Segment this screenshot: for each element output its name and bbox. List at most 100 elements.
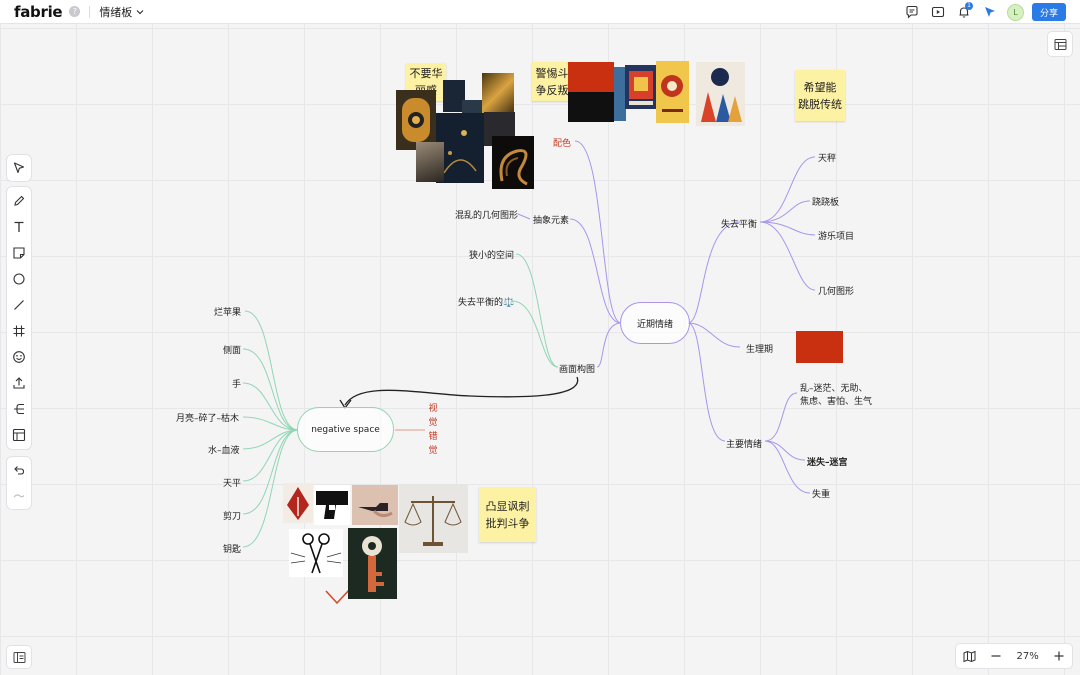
left-item-node[interactable]: 侧面 xyxy=(223,346,242,356)
main-emotion-node[interactable]: 主要情绪 xyxy=(726,440,763,450)
mindmap-center-node[interactable]: 近期情绪 xyxy=(620,302,690,344)
char: 视 xyxy=(428,404,438,414)
left-item-node[interactable]: 水–血液 xyxy=(208,446,240,456)
ride-node[interactable]: 游乐项目 xyxy=(818,232,855,242)
moodboard-image[interactable] xyxy=(696,62,745,126)
off-balance-scale-node[interactable]: 失去平衡的⚖️ xyxy=(458,298,515,308)
narrow-space-node[interactable]: 狭小的空间 xyxy=(469,251,515,261)
avatar[interactable]: L xyxy=(1007,3,1024,21)
moodboard-image[interactable] xyxy=(283,483,313,523)
moodboard-image[interactable] xyxy=(314,485,350,525)
frame-icon xyxy=(13,325,25,337)
off-balance-node[interactable]: 失去平衡 xyxy=(721,220,758,230)
map-icon xyxy=(963,650,976,662)
moodboard-image[interactable] xyxy=(614,67,626,121)
comment-icon[interactable] xyxy=(903,3,921,21)
minus-icon xyxy=(991,655,1001,657)
text-tool[interactable] xyxy=(9,214,29,240)
moodboard-image[interactable] xyxy=(482,73,514,115)
geometry-node[interactable]: 几何图形 xyxy=(818,287,855,297)
left-item-node[interactable]: 烂苹果 xyxy=(214,308,242,318)
share-button[interactable]: 分享 xyxy=(1032,3,1066,21)
moodboard-image[interactable] xyxy=(289,529,343,577)
mindmap-tool[interactable] xyxy=(9,396,29,422)
chaotic-geometry-node[interactable]: 混乱的几何图形 xyxy=(455,211,519,221)
composition-node[interactable]: 画面构图 xyxy=(559,365,596,375)
book-cover-image xyxy=(661,75,683,112)
shape-tool[interactable] xyxy=(9,266,29,292)
char: 觉 xyxy=(428,418,438,428)
select-tool[interactable] xyxy=(9,155,29,181)
left-item-node[interactable]: 月亮–碎了–枯木 xyxy=(176,414,240,424)
abstract-node[interactable]: 抽象元素 xyxy=(533,216,570,226)
cursor-follow-icon[interactable] xyxy=(981,3,999,21)
help-icon[interactable]: ? xyxy=(69,6,81,17)
sticky-tool[interactable] xyxy=(9,240,29,266)
top-bar: fabrie ? 情绪板 1 L 分享 xyxy=(0,0,1080,24)
sidebar-icon xyxy=(13,651,25,663)
pen-tool[interactable] xyxy=(9,188,29,214)
line-tool[interactable] xyxy=(9,292,29,318)
left-item-node[interactable]: 天平 xyxy=(223,479,242,489)
zoom-out-button[interactable] xyxy=(990,650,1002,662)
emotion-list-line-2[interactable]: 焦虑、害怕、生气 xyxy=(800,397,873,407)
moodboard-image[interactable] xyxy=(625,65,657,109)
redo-icon xyxy=(13,494,25,498)
chevron-down-icon xyxy=(136,9,144,14)
weightless-node[interactable]: 失重 xyxy=(812,490,831,500)
layers-panel-button[interactable] xyxy=(1047,31,1073,57)
lost-maze-node[interactable]: 迷失–迷宫 xyxy=(807,458,848,468)
moodboard-image[interactable] xyxy=(352,485,398,525)
left-item-node[interactable]: 手 xyxy=(232,380,242,390)
sticky-note[interactable]: 警惕斗 争反叛 xyxy=(532,62,572,101)
template-icon xyxy=(12,428,26,442)
period-node[interactable]: 生理期 xyxy=(746,345,774,355)
left-item-node[interactable]: 剪刀 xyxy=(223,512,242,522)
left-item-node[interactable]: 钥匙 xyxy=(223,545,242,555)
moodboard-image[interactable] xyxy=(416,142,444,182)
zoom-controls: 27% xyxy=(955,643,1073,669)
frame-tool[interactable] xyxy=(9,318,29,344)
emoji-tool[interactable] xyxy=(9,344,29,370)
sticky-note[interactable]: 希望能 跳脱传统 xyxy=(795,70,845,121)
select-icon xyxy=(13,162,25,174)
emoji-icon xyxy=(13,351,25,363)
upload-tool[interactable] xyxy=(9,370,29,396)
redo-button[interactable] xyxy=(9,483,29,509)
moodboard-image[interactable] xyxy=(656,61,689,123)
present-icon[interactable] xyxy=(929,3,947,21)
palette-node[interactable]: 配色 xyxy=(553,139,572,149)
select-toolbar xyxy=(6,154,32,182)
map-button[interactable] xyxy=(963,650,976,663)
sticky-note[interactable]: 凸显讽刺 批判斗争 xyxy=(479,487,536,542)
minimap-toggle-button[interactable] xyxy=(6,645,32,669)
zoom-in-button[interactable] xyxy=(1053,650,1065,662)
gold-swirl-image xyxy=(499,149,528,186)
pen-nib-image xyxy=(287,487,309,520)
ornate-window-image xyxy=(402,98,430,142)
moodboard-image[interactable] xyxy=(399,484,468,553)
zoom-level[interactable]: 27% xyxy=(1016,650,1039,662)
mindmap-icon xyxy=(14,403,24,415)
moodboard-image[interactable] xyxy=(348,528,397,599)
moodboard-image[interactable] xyxy=(436,113,484,183)
moodboard-image[interactable] xyxy=(443,80,465,112)
visual-illusion-node[interactable]: 视 觉 错 觉 xyxy=(428,402,438,458)
negative-space-node[interactable]: negative space xyxy=(297,407,394,452)
table-icon xyxy=(1054,38,1066,50)
circle-icon xyxy=(13,273,25,285)
board-name-dropdown[interactable]: 情绪板 xyxy=(99,4,144,20)
moodboard-image[interactable] xyxy=(396,90,436,150)
scale-node[interactable]: 天秤 xyxy=(818,154,837,164)
red-swatch-image[interactable] xyxy=(796,331,843,363)
app-logo[interactable]: fabrie xyxy=(14,2,63,21)
color-block-image[interactable] xyxy=(568,62,614,122)
undo-button[interactable] xyxy=(9,457,29,483)
bell-icon[interactable]: 1 xyxy=(955,2,973,21)
emotion-list-line-1[interactable]: 乱–迷茫、无助、 xyxy=(800,384,868,394)
seesaw-node[interactable]: 跷跷板 xyxy=(812,198,840,208)
template-tool[interactable] xyxy=(9,422,29,448)
scale-balance-image xyxy=(404,496,462,546)
moodboard-image[interactable] xyxy=(492,136,534,189)
